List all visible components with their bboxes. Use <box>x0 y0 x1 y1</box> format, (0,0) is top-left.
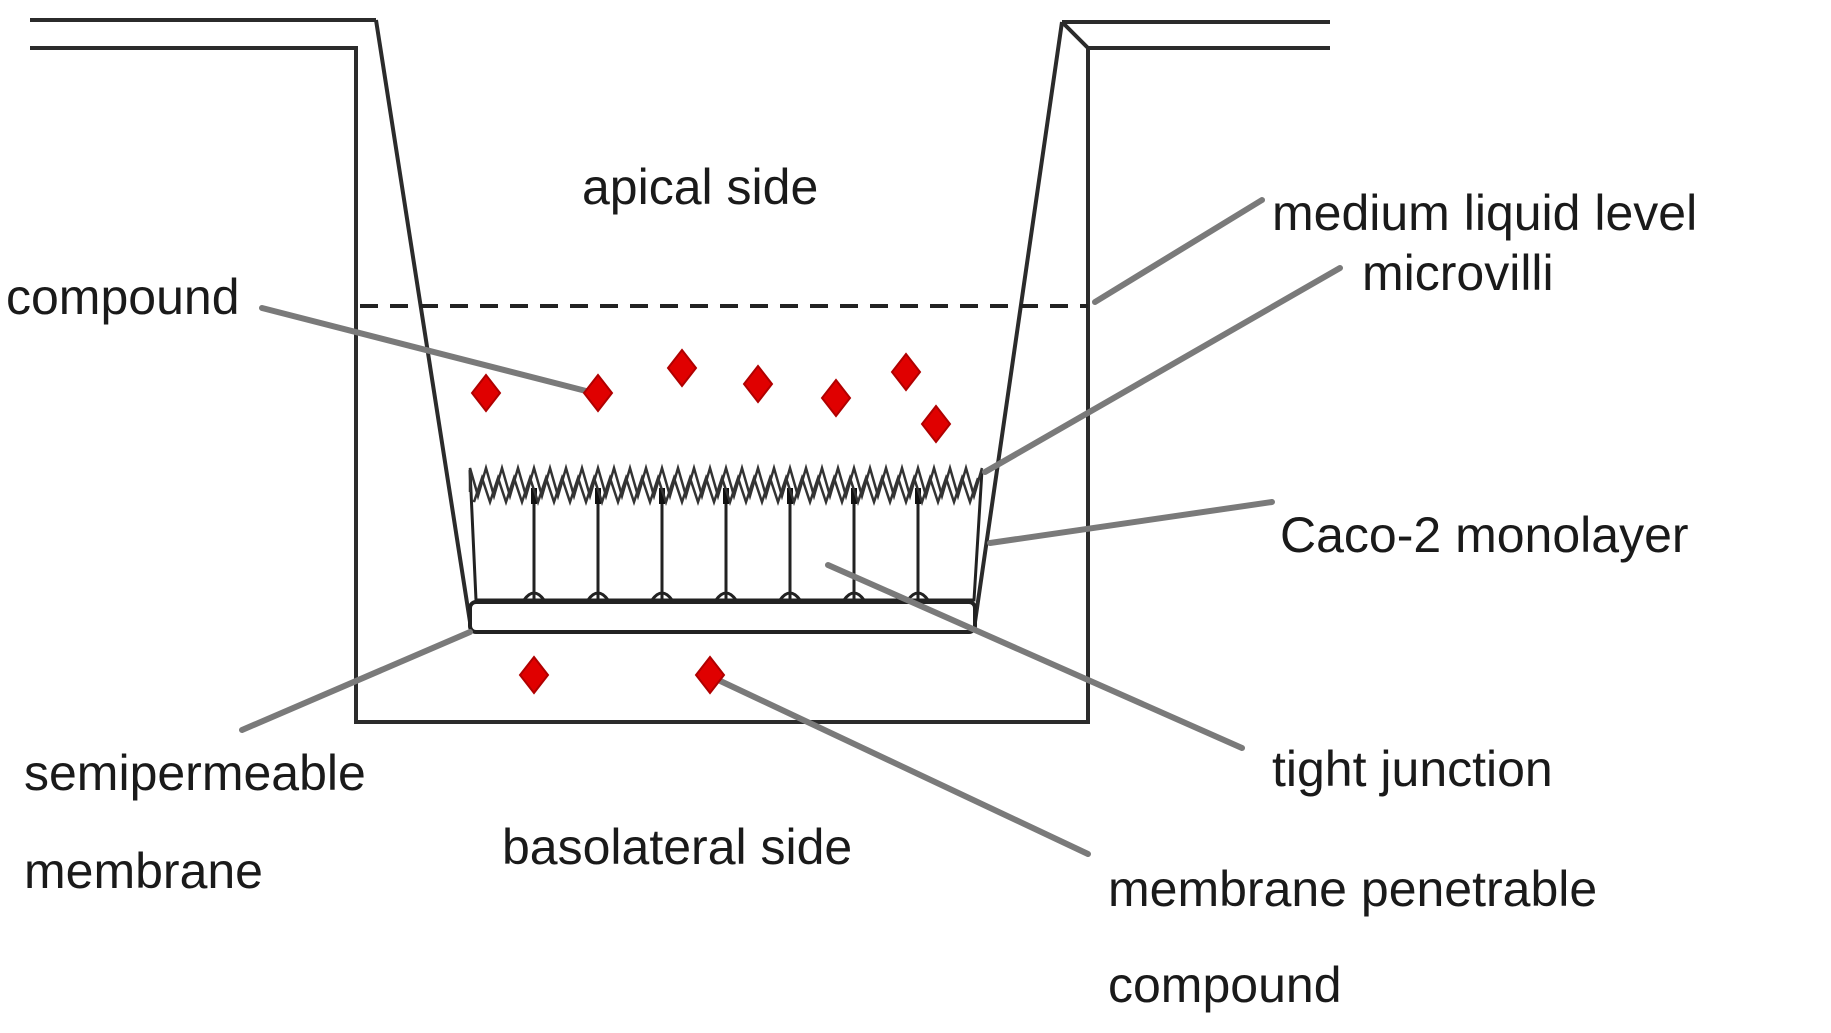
label-microvilli: microvilli <box>1362 245 1554 301</box>
leader-tight-junction <box>825 562 1245 751</box>
apical-compounds <box>470 348 952 444</box>
caco2-monolayer-cells <box>468 469 984 602</box>
microvilli-wave-shadow <box>472 474 980 506</box>
label-semipermeable: semipermeable <box>24 745 366 801</box>
tight-junction-mark <box>851 488 857 504</box>
compound-molecule <box>666 348 698 388</box>
leader-monolayer <box>987 499 1275 546</box>
cell-junction-foot <box>778 591 802 601</box>
label-compound: compound <box>6 269 240 325</box>
compound-molecule <box>890 352 922 392</box>
semipermeable-membrane <box>468 600 977 634</box>
insert-left-wall <box>374 19 472 623</box>
microvilli-brush-border <box>468 463 984 506</box>
outer-well-outline <box>30 46 1330 724</box>
tight-junction-mark <box>723 488 729 504</box>
label-membrane-penetrable: membrane penetrable <box>1108 861 1597 917</box>
leader-membrane <box>239 629 473 733</box>
compound-molecule <box>582 373 614 413</box>
cell-junction-foot <box>586 591 610 601</box>
compound-molecule <box>518 655 550 695</box>
cell-junction-foot <box>714 591 738 601</box>
tight-junction-mark <box>595 488 601 504</box>
leader-compound <box>259 305 593 395</box>
basolateral-compounds <box>518 655 726 695</box>
label-tight-junction: tight junction <box>1272 741 1553 797</box>
compound-molecule <box>820 378 852 418</box>
cell-junction-foot <box>522 591 546 601</box>
leader-penetrable <box>711 675 1091 857</box>
label-caco2-monolayer: Caco-2 monolayer <box>1280 507 1689 563</box>
cell-junction-foot <box>842 591 866 601</box>
leader-microvilli <box>982 265 1343 475</box>
tight-junction-mark <box>531 488 537 504</box>
label-apical-side: apical side <box>582 159 818 215</box>
compound-molecule <box>920 404 952 444</box>
microvilli-wave <box>468 463 984 501</box>
label-penetrable-compound: compound <box>1108 957 1342 1013</box>
tight-junction-mark <box>787 488 793 504</box>
cell-junction-foot <box>650 591 674 601</box>
compound-molecule <box>742 364 774 404</box>
compound-molecule <box>694 655 726 695</box>
tight-junction-mark <box>659 488 665 504</box>
compound-molecule <box>470 373 502 413</box>
label-membrane: membrane <box>24 843 263 899</box>
outer-well-rim <box>30 18 1330 24</box>
label-basolateral-side: basolateral side <box>502 819 852 875</box>
label-medium-liquid-level: medium liquid level <box>1272 185 1697 241</box>
tight-junction-mark <box>915 488 921 504</box>
leader-medium <box>1092 197 1265 305</box>
insert-right-wall <box>973 20 1090 623</box>
